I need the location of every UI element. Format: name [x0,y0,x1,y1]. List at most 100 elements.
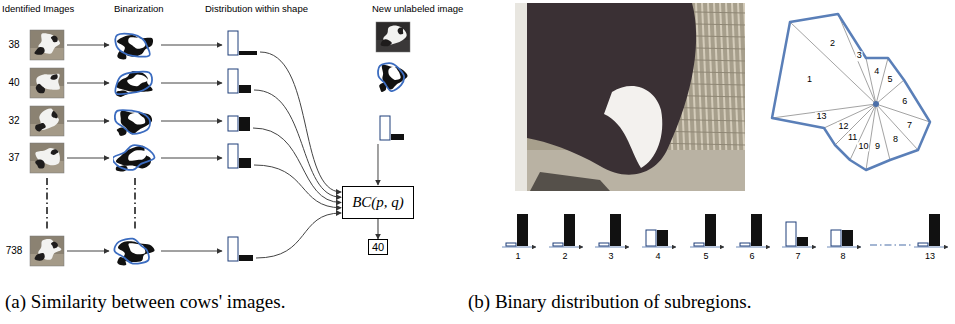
caption: (a) Similarity between cows' images. [5,292,285,312]
region-number: 2 [829,39,836,48]
column-heading: Distribution within shape [205,4,308,14]
cow-photo [30,236,64,266]
illustration-part [35,160,45,169]
illustration-part [128,243,145,254]
region-number: 6 [901,97,908,106]
illustration-part [376,60,410,92]
illustration-part [51,149,59,155]
binary-image [113,30,157,60]
illustration-part [51,36,58,42]
illustration-part [398,28,404,35]
black-bar [705,214,716,246]
black-bar [842,230,853,246]
black-bar [239,85,251,93]
similarity-curve [254,165,341,208]
photo-frame [30,143,64,173]
illustration-part [30,68,64,98]
column-heading: Binarization [114,4,164,14]
illustration-part [30,143,64,173]
node-text: 40 [372,241,384,253]
white-bar [740,243,750,246]
subregion-number: 3 [608,252,613,261]
illustration-part [127,75,148,87]
region-number: 5 [886,75,893,84]
flow-arrow [67,121,109,122]
black-bar [657,230,668,246]
axis-arrow [642,247,676,248]
white-bar [918,243,928,246]
column-heading: Identified Images [2,4,74,14]
illustration-part [128,150,146,161]
illustration-part [30,236,64,266]
region-number: 1 [806,75,813,84]
illustration-part [115,110,150,134]
illustration-part [115,71,152,94]
black-bar [239,51,257,55]
illustration-part [35,253,45,261]
query-arrow [377,144,378,185]
cow-photo [376,22,410,52]
binary-image [113,68,157,98]
image-id: 38 [8,40,19,51]
flow-arrow [67,251,109,252]
similarity-curve [256,213,341,258]
similarity-curve [260,52,341,192]
subregion-number: 1 [515,252,520,261]
flow-arrow [161,45,222,46]
illustration-part [113,68,157,98]
white-bar [786,222,796,246]
subregion-number: 8 [840,252,845,261]
white-bar [694,243,704,246]
illustration-part [114,239,149,264]
illustration-part [604,86,662,168]
illustration-part [116,146,151,169]
subregion-number: 2 [562,252,567,261]
illustration-part [51,111,57,118]
illustration-part [381,39,392,46]
white-bar [831,230,841,246]
black-bar [751,214,762,246]
cow-photo [30,106,64,136]
black-bar [564,214,575,246]
illustration-part [376,22,410,52]
flow-arrow [67,158,109,159]
black-bar [610,214,621,246]
white-bar [380,116,390,140]
illustration-part [50,74,57,79]
illustration-part [128,113,145,125]
flow-arrow [161,121,222,122]
white-bar [506,243,516,246]
flow-arrow [161,158,222,159]
white-bar [228,69,238,93]
flow-arrow [161,83,222,84]
white-bar [228,237,238,261]
subregion-number: 7 [795,252,800,261]
illustration-part [30,106,64,136]
white-bar [228,116,238,131]
similarity-box: BC(p, q) [342,186,414,219]
illustration-part [35,123,46,132]
black-bar [929,214,940,246]
image-id: 40 [8,78,19,89]
illustration-part [527,3,696,175]
image-id: 738 [6,246,23,257]
white-bar [646,230,656,246]
photo-frame [376,22,410,52]
axis-arrow [690,247,724,248]
illustration-part [113,236,157,266]
binary-image [113,236,157,266]
illustration-part [113,106,157,136]
binary-image [113,143,157,173]
flow-arrow [67,83,109,84]
axis-arrow [502,247,536,248]
axis-arrow [736,247,770,248]
illustration-part [30,30,64,60]
photo-frame [30,68,64,98]
shape-outline [772,14,930,170]
photo-frame [30,30,64,60]
white-bar [228,31,238,55]
center-dot [873,101,879,107]
illustration-part [36,84,45,94]
